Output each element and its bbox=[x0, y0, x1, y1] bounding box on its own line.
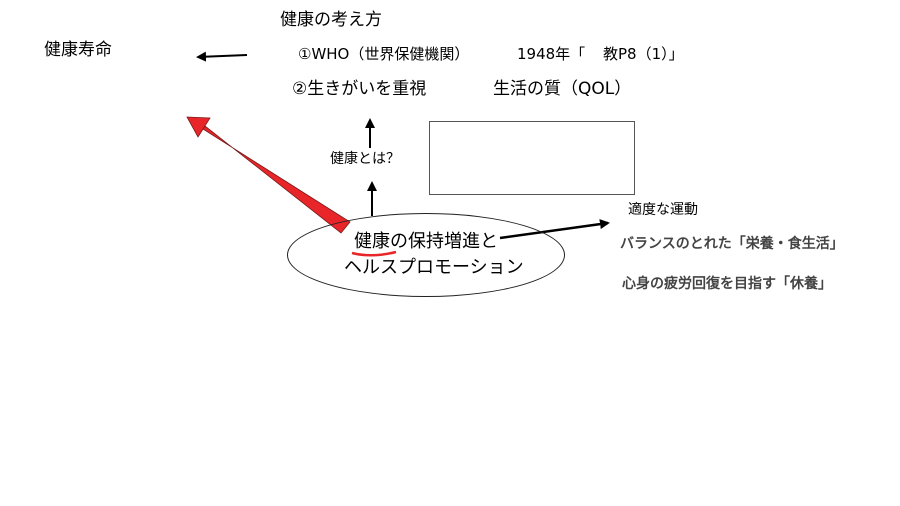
empty-answer-box bbox=[429, 121, 635, 195]
arrow-to-healthy-life bbox=[196, 51, 248, 62]
exercise-label: 適度な運動 bbox=[628, 202, 698, 218]
red-arrow bbox=[186, 116, 351, 234]
page-title: 健康の考え方 bbox=[280, 10, 382, 30]
qol-label: 生活の質（QOL） bbox=[493, 79, 632, 99]
center-ellipse bbox=[287, 213, 565, 297]
center-line1: 健康の保持増進と bbox=[354, 233, 498, 251]
center-underlined-word: 健康 bbox=[354, 231, 390, 252]
center-line1-rest: の保持増進と bbox=[390, 231, 498, 252]
who-item: ①WHO（世界保健機関） bbox=[298, 45, 470, 63]
nutrition-label: バランスのとれた「栄養・食生活」 bbox=[620, 236, 844, 252]
ikigai-item: ②生きがいを重視 bbox=[292, 79, 427, 99]
question-label: 健康とは？ bbox=[330, 151, 400, 167]
who-year: 1948年「 bbox=[517, 45, 586, 63]
rest-label: 心身の疲労回復を目指す「休養」 bbox=[622, 276, 832, 292]
textbook-ref: 教P8（1）」 bbox=[603, 45, 684, 63]
center-line2: ヘルスプロモーション bbox=[344, 257, 524, 278]
healthy-life-label: 健康寿命 bbox=[44, 40, 112, 60]
